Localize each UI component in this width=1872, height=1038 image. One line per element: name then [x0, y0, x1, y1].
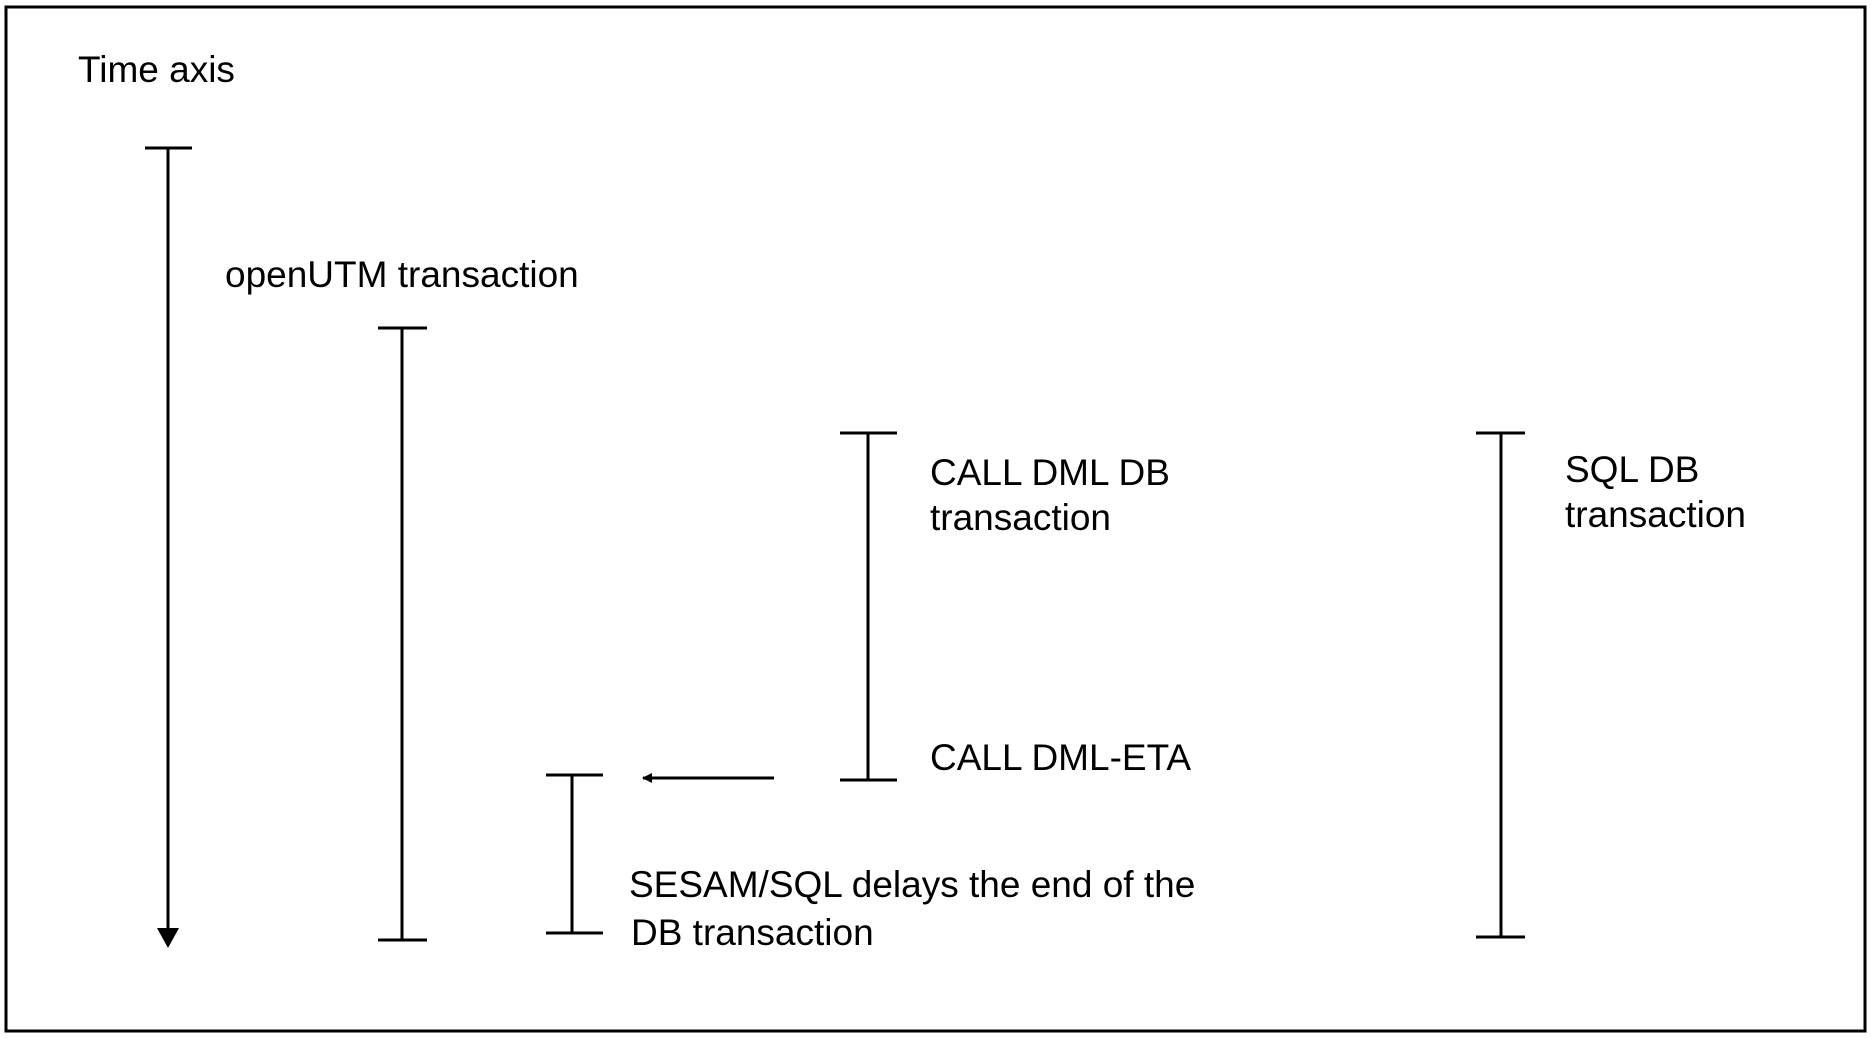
- time-axis-label: Time axis: [78, 49, 235, 90]
- sesam-delay-label-line1: SESAM/SQL delays the end of the: [629, 864, 1195, 905]
- call-dml-db-bracket: [840, 431, 897, 782]
- openutm-transaction-label: openUTM transaction: [225, 254, 579, 295]
- openutm-transaction-bracket: [378, 326, 427, 942]
- sql-db-label-line2: transaction: [1565, 494, 1746, 535]
- call-dml-db-label-line2: transaction: [930, 497, 1111, 538]
- time-axis: [145, 146, 192, 948]
- sesam-delay-label-line2: DB transaction: [631, 912, 874, 953]
- sql-db-label-line1: SQL DB: [1565, 449, 1699, 490]
- sesam-delay-bracket: [546, 773, 603, 935]
- sql-db-bracket: [1476, 431, 1525, 939]
- diagram-frame: [4, 5, 1867, 1033]
- call-dml-db-label-line1: CALL DML DB: [930, 452, 1170, 493]
- call-dml-eta-label: CALL DML-ETA: [930, 737, 1191, 778]
- time-axis-arrow-icon: [157, 928, 179, 948]
